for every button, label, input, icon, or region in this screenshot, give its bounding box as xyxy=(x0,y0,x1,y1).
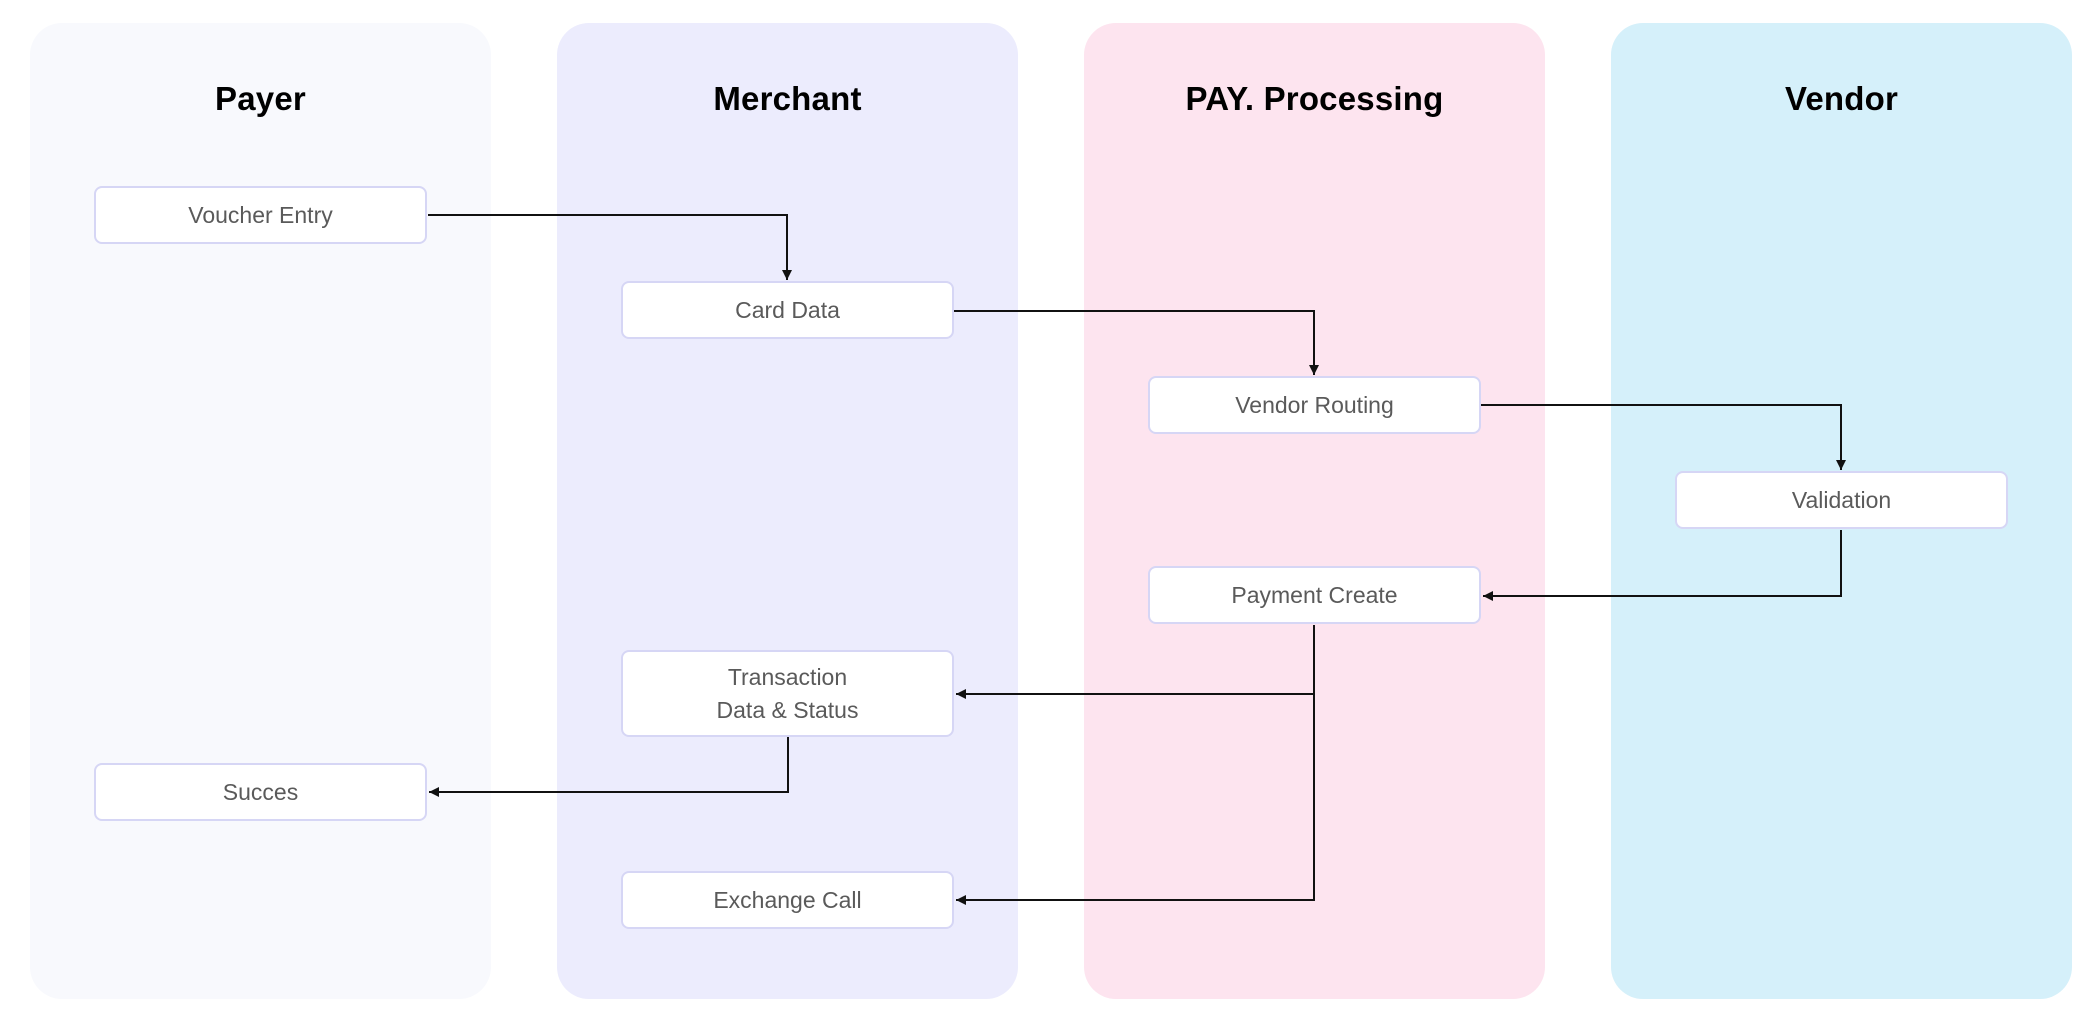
node-transaction-label-line1: Transaction xyxy=(727,663,848,690)
node-transaction-label-line2: Data & Status xyxy=(716,696,859,723)
node-payment-create-label: Payment Create xyxy=(1231,581,1398,608)
node-card-data: Card Data xyxy=(621,281,954,339)
node-vendor-routing-label: Vendor Routing xyxy=(1235,391,1394,418)
lane-title-processing: PAY. Processing xyxy=(1185,80,1444,117)
node-exchange-call: Exchange Call xyxy=(621,871,954,929)
node-vendor-routing: Vendor Routing xyxy=(1148,376,1481,434)
lane-title-merchant: Merchant xyxy=(713,80,862,117)
node-payment-create: Payment Create xyxy=(1148,566,1481,624)
node-card-data-label: Card Data xyxy=(735,296,840,323)
lane-title-vendor: Vendor xyxy=(1784,80,1899,117)
lane-title-payer: Payer xyxy=(215,80,306,117)
lane-payer xyxy=(30,23,491,999)
lane-processing xyxy=(1084,23,1545,999)
node-transaction-data-status: Transaction Data & Status xyxy=(621,650,954,737)
node-voucher-entry: Voucher Entry xyxy=(94,186,427,244)
node-exchange-call-label: Exchange Call xyxy=(713,886,862,913)
node-succes-label: Succes xyxy=(222,778,299,805)
node-validation-label: Validation xyxy=(1791,486,1892,513)
node-validation: Validation xyxy=(1675,471,2008,529)
lane-merchant xyxy=(557,23,1018,999)
node-voucher-entry-label: Voucher Entry xyxy=(188,201,333,228)
node-succes: Succes xyxy=(94,763,427,821)
